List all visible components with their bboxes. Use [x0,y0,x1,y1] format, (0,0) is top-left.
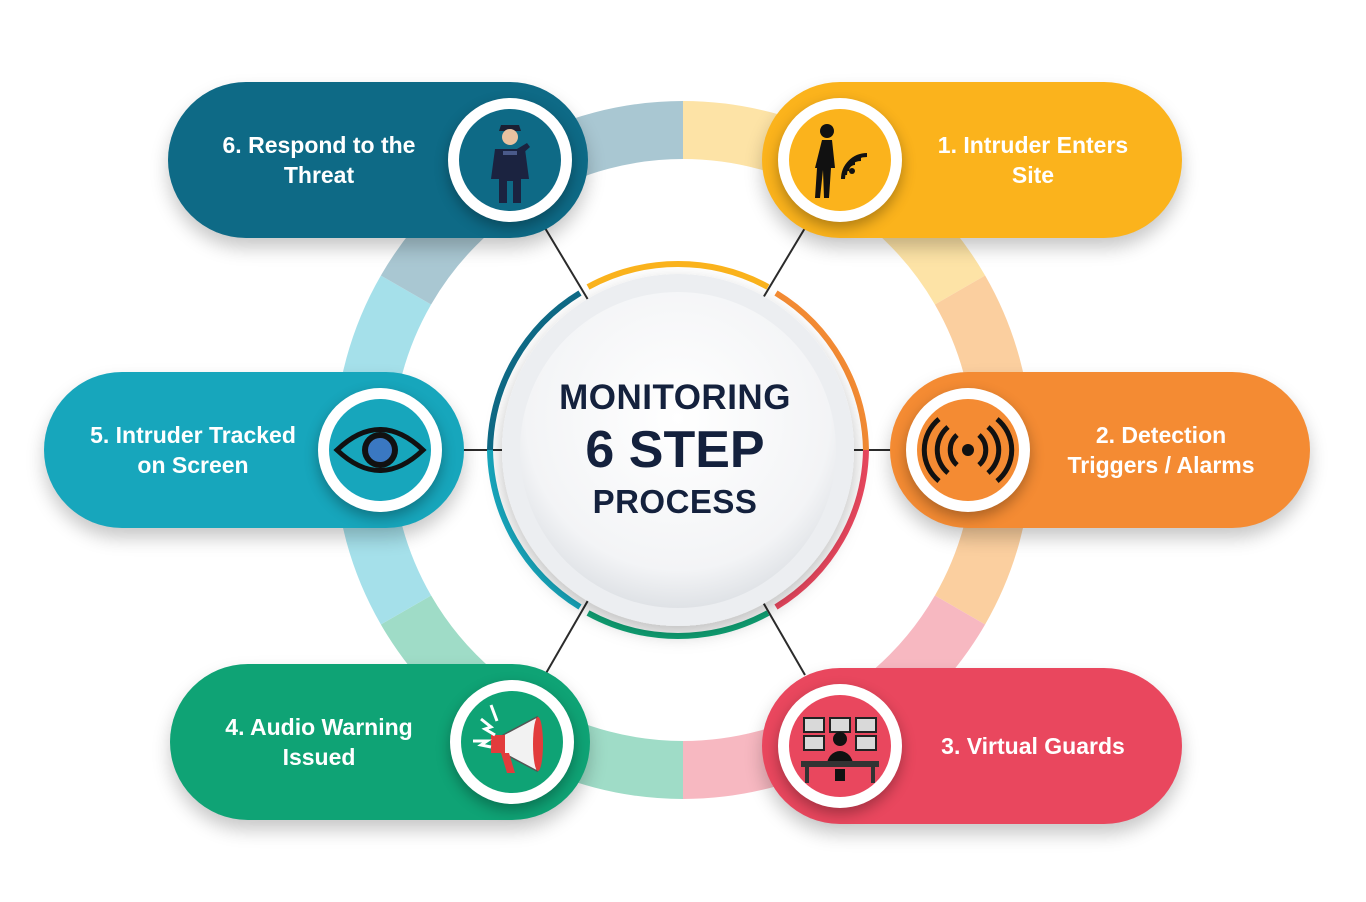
center-disc [520,292,836,608]
inner-ring-arc-5 [487,449,582,610]
inner-ring-arc-6 [487,290,582,451]
connector-line-4 [544,596,591,676]
center-title-line-2: 6 STEP [585,421,765,479]
step-3-icon-badge [778,684,902,808]
inner-ring-arc-3 [774,449,869,610]
monitoring-desk-icon [801,717,879,783]
connector-line-1 [759,227,806,304]
inner-ring-arc-4 [586,610,770,639]
step-5-pill: 5. Intruder Tracked on Screen [44,372,464,528]
alarm-waves-icon [921,417,1015,483]
center-title-line-3: PROCESS [592,483,758,520]
inner-ring-arc-2 [774,290,869,451]
center-title: MONITORING 6 STEP PROCESS [510,300,840,600]
connector-line-6 [544,227,591,304]
security-guard-icon [491,125,530,203]
step-1-label: 1. Intruder Enters Site [937,132,1129,188]
eye-icon [333,427,427,473]
step-5-icon-badge [318,388,442,512]
step-1-icon-badge [778,98,902,222]
step-2-pill: 2. Detection Triggers / Alarms [890,372,1310,528]
megaphone-icon [473,704,543,773]
step-3-pill: 3. Virtual Guards [762,668,1182,824]
inner-ring-arc-1 [586,261,770,290]
center-title-line-1: MONITORING [559,378,791,417]
step-2-label: 2. Detection Triggers / Alarms [1067,422,1255,478]
step-6-label: 6. Respond to the Threat [222,132,416,188]
connector-line-3 [759,596,806,676]
step-4-icon-badge [450,680,574,804]
step-4-label: 4. Audio Warning Issued [225,714,413,770]
walking-person-signal-icon [815,124,868,198]
step-6-icon-badge [448,98,572,222]
step-3-label: 3. Virtual Guards [941,733,1125,759]
step-5-label: 5. Intruder Tracked on Screen [90,422,296,478]
step-1-pill: 1. Intruder Enters Site [762,82,1182,238]
step-6-pill: 6. Respond to the Threat [168,82,588,238]
step-4-pill: 4. Audio Warning Issued [170,664,590,820]
step-2-icon-badge [906,388,1030,512]
